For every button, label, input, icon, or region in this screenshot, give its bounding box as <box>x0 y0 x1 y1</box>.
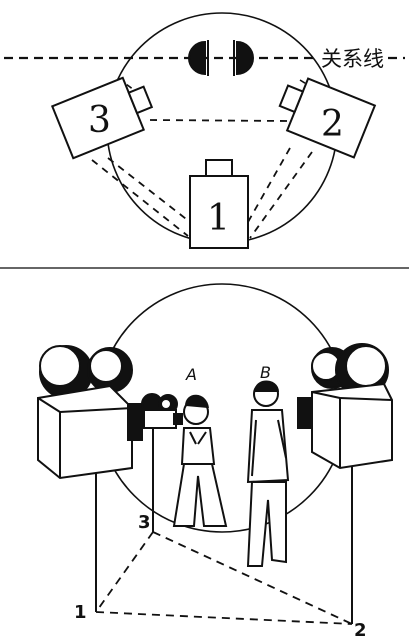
camera-right <box>298 344 392 468</box>
sight-line-3-1b <box>92 160 188 236</box>
relationship-line-label: 关系线 <box>321 47 384 71</box>
ground-line-1-2 <box>96 612 352 624</box>
person-a-label: A <box>185 365 197 384</box>
camera-3-label: 3 <box>88 100 111 141</box>
subject-right <box>237 42 253 74</box>
sight-line-2-1 <box>248 148 290 222</box>
camera-2-label: 2 <box>321 104 344 145</box>
person-b <box>248 382 288 567</box>
person-b-label: B <box>260 363 271 382</box>
ground-line-3-1 <box>96 532 153 612</box>
position-1-label: 1 <box>74 602 87 623</box>
camera-center <box>142 394 182 428</box>
camera-left <box>38 346 142 478</box>
position-3-label: 3 <box>138 512 151 533</box>
bottom-illustration <box>38 284 392 624</box>
sight-line-3-1 <box>108 158 190 222</box>
subject-left <box>189 42 205 74</box>
sight-line-3-2 <box>150 120 287 121</box>
camera-1-label: 1 <box>207 198 230 239</box>
position-2-label: 2 <box>354 620 367 639</box>
